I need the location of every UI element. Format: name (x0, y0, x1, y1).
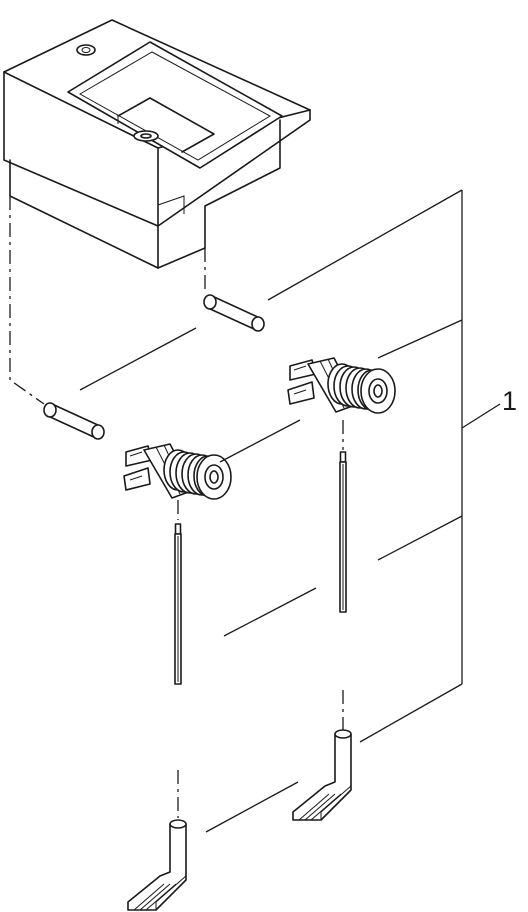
callout-number-1: 1 (502, 386, 517, 416)
dowel-pin-lower (43, 402, 105, 440)
center-lines (9, 196, 344, 818)
wall-anchor-right (287, 357, 396, 414)
bidet-body (3, 19, 311, 269)
dowel-pin-upper (203, 294, 265, 332)
foot-bracket-left (127, 819, 187, 911)
foot-bracket-right (292, 729, 352, 821)
kit-bracket-lines (79, 189, 501, 833)
threaded-rod-left (174, 523, 182, 685)
wall-anchor-left (123, 443, 232, 500)
threaded-rod-right (339, 451, 347, 613)
